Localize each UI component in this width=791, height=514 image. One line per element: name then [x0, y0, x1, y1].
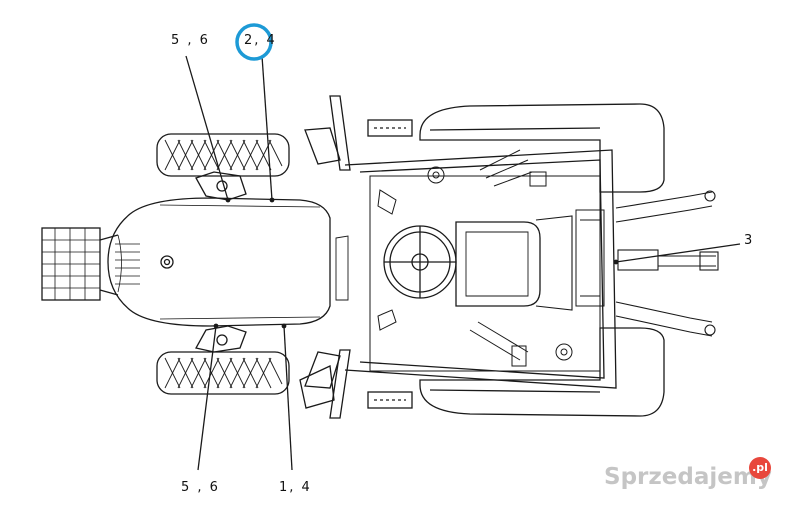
leader-line-1-4 [283, 325, 293, 471]
engine-hood [107, 197, 331, 327]
cab-frame [299, 95, 617, 419]
rear-hitch [615, 190, 719, 337]
leader-line-5-6-top [185, 55, 229, 201]
highlight-circle [235, 23, 273, 61]
callout-label-3: 3 [744, 233, 755, 248]
leader-lines [185, 55, 741, 471]
watermark-logo: Sprzedajemy [604, 464, 772, 490]
leader-line-5-6-bottom [197, 325, 217, 471]
leader-line-3 [615, 243, 741, 263]
leader-line-2-4 [261, 55, 273, 201]
rear-wheel-bottom [419, 327, 665, 417]
callout-label-1-4: 1, 4 [279, 480, 312, 495]
front-axle-hardware [195, 171, 247, 353]
watermark-badge-icon: .pl [749, 457, 771, 479]
callout-label-5-6-top: 5 , 6 [171, 33, 210, 48]
steering-wheel [383, 225, 457, 299]
cab-step-top [367, 119, 413, 137]
rear-wheel-top [419, 103, 665, 193]
front-weight-block [41, 227, 119, 301]
cab-controls [377, 149, 605, 367]
callout-label-5-6-bottom: 5 , 6 [181, 480, 220, 495]
operator-seat [455, 215, 573, 311]
cab-step-bottom [367, 391, 413, 409]
front-wheel-bottom [156, 351, 290, 395]
front-wheel-top [156, 133, 290, 177]
callout-label-2-4: 2, 4 [244, 33, 277, 48]
